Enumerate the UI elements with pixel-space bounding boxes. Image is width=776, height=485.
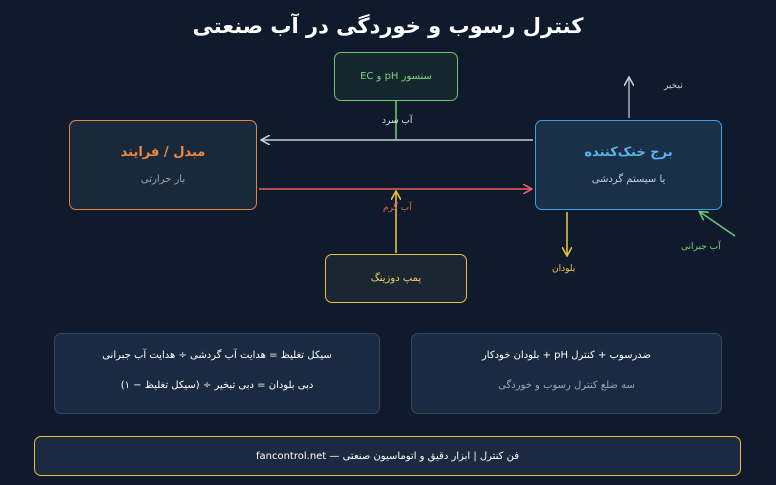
heat-exchanger-subtitle: بار حرارتی bbox=[140, 174, 186, 185]
control-summary-text: سه ضلع کنترل رسوب و خوردگی bbox=[498, 380, 635, 391]
sensor-label: سنسور pH و EC bbox=[360, 71, 432, 82]
evaporation-label: تبخیر bbox=[664, 81, 683, 91]
footer-banner: فن کنترل | ابزار دقیق و اتوماسیون صنعتی … bbox=[34, 436, 741, 476]
sensor-box: سنسور pH و EC bbox=[334, 52, 458, 101]
blowdown-flow-formula: دبی بلودان = دبی تبخیر ÷ (سیکل تغلیظ − ۱… bbox=[120, 380, 314, 391]
control-methods-text: ضدرسوب + کنترل pH + بلودان خودکار bbox=[481, 350, 652, 361]
footer-text: فن کنترل | ابزار دقیق و اتوماسیون صنعتی … bbox=[255, 450, 520, 462]
warm-water-label: آب گرم bbox=[383, 203, 412, 213]
makeup-water-arrow bbox=[700, 212, 736, 237]
heat-exchanger-title: مبدل / فرایند bbox=[120, 145, 206, 160]
cooling-tower-title: برج خنک‌کننده bbox=[584, 145, 673, 160]
cooling-tower-box: برج خنک‌کننده یا سیستم گردشی bbox=[535, 120, 722, 210]
concentration-cycle-formula: سیکل تغلیظ = هدایت آب گردشی ÷ هدایت آب ج… bbox=[102, 350, 332, 361]
dosing-pump-label: پمپ دوزینگ bbox=[370, 273, 422, 284]
cooling-tower-subtitle: یا سیستم گردشی bbox=[591, 174, 666, 185]
heat-exchanger-box: مبدل / فرایند بار حرارتی bbox=[69, 120, 257, 210]
cold-water-label: آب سرد bbox=[382, 116, 413, 126]
dosing-pump-box: پمپ دوزینگ bbox=[325, 254, 467, 303]
blowdown-label: بلودان bbox=[552, 264, 576, 274]
formulas-panel: سیکل تغلیظ = هدایت آب گردشی ÷ هدایت آب ج… bbox=[54, 333, 380, 414]
makeup-water-label: آب جبرانی bbox=[681, 242, 721, 252]
diagram-title: کنترل رسوب و خوردگی در آب صنعتی bbox=[192, 14, 584, 38]
control-panel: ضدرسوب + کنترل pH + بلودان خودکار سه ضلع… bbox=[411, 333, 722, 414]
